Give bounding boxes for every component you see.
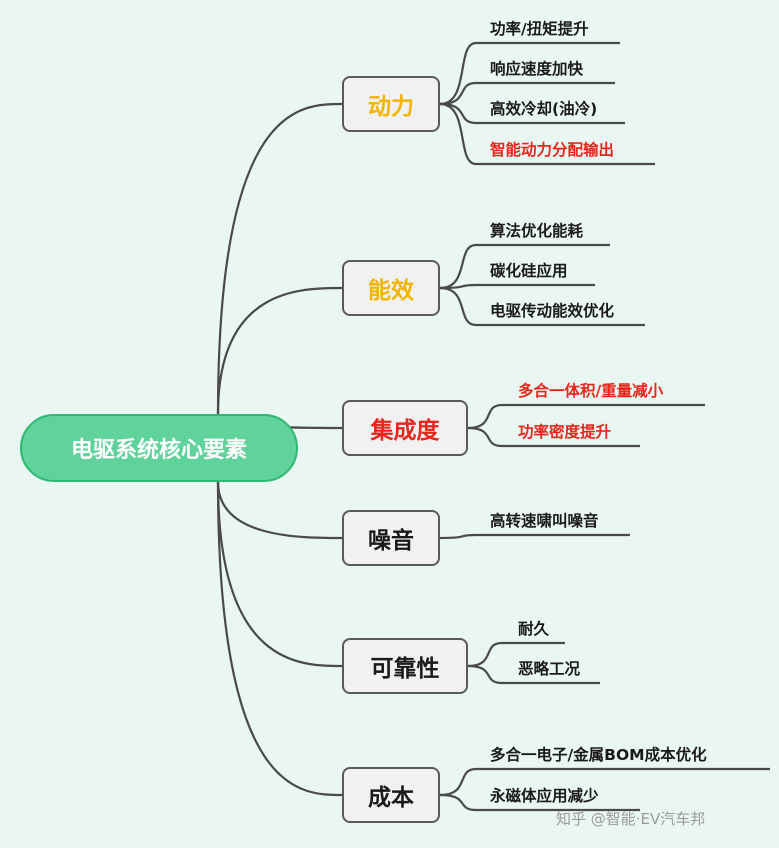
leaf-power-4: 智能动力分配输出 [490, 141, 615, 159]
leaf-noise-1: 高转速啸叫噪音 [490, 512, 599, 530]
connector-root-noise [216, 481, 343, 540]
connector-integration-leaf-1 [467, 403, 705, 430]
category-power-label: 动力 [368, 94, 414, 120]
leaf-efficiency-1: 算法优化能耗 [490, 222, 584, 240]
connector-efficiency-leaf-3 [439, 286, 645, 327]
connector-root-cost [216, 481, 343, 797]
leaf-power-2: 响应速度加快 [490, 60, 584, 78]
leaf-power-1: 功率/扭矩提升 [490, 20, 589, 38]
leaf-reliability-2: 恶略工况 [518, 660, 581, 678]
connector-power-leaf-3 [439, 102, 625, 125]
connector-noise-leaf-1 [439, 533, 630, 540]
leaf-integration-1: 多合一体积/重量减小 [518, 382, 664, 400]
leaf-reliability-1: 耐久 [518, 620, 550, 638]
connector-cost-leaf-1 [439, 767, 770, 797]
category-integration-label: 集成度 [370, 418, 440, 444]
connector-efficiency-leaf-2 [439, 283, 595, 290]
connector-root-reliability [216, 481, 343, 668]
connector-root-power [216, 102, 343, 415]
category-efficiency: 能效 [342, 260, 440, 316]
connector-integration-leaf-2 [467, 426, 640, 448]
root-node: 电驱系统核心要素 [20, 414, 298, 482]
connector-root-efficiency [216, 286, 343, 415]
leaf-cost-1: 多合一电子/金属BOM成本优化 [490, 746, 707, 764]
root-label: 电驱系统核心要素 [70, 438, 247, 463]
category-reliability-label: 可靠性 [370, 656, 440, 682]
connector-power-leaf-4 [439, 102, 655, 166]
connector-power-leaf-1 [439, 41, 620, 106]
category-cost-label: 成本 [368, 785, 414, 811]
category-efficiency-label: 能效 [368, 278, 414, 304]
connector-power-leaf-2 [439, 81, 615, 106]
leaf-power-3: 高效冷却(油冷) [490, 100, 598, 118]
category-noise-label: 噪音 [368, 528, 414, 554]
category-noise: 噪音 [342, 510, 440, 566]
category-integration: 集成度 [342, 400, 468, 456]
category-reliability: 可靠性 [342, 638, 468, 694]
connector-reliability-leaf-2 [467, 664, 600, 685]
connector-reliability-leaf-1 [467, 641, 565, 668]
connector-efficiency-leaf-1 [439, 243, 610, 290]
leaf-efficiency-2: 碳化硅应用 [490, 262, 568, 280]
category-cost: 成本 [342, 767, 440, 823]
leaf-integration-2: 功率密度提升 [518, 423, 612, 441]
leaf-efficiency-3: 电驱传动能效优化 [490, 302, 615, 320]
leaf-cost-2: 永磁体应用减少 [490, 787, 599, 805]
category-power: 动力 [342, 76, 440, 132]
connector-cost-leaf-2 [439, 793, 640, 812]
watermark-text: 知乎 @智能·EV汽车邦 [556, 810, 706, 828]
